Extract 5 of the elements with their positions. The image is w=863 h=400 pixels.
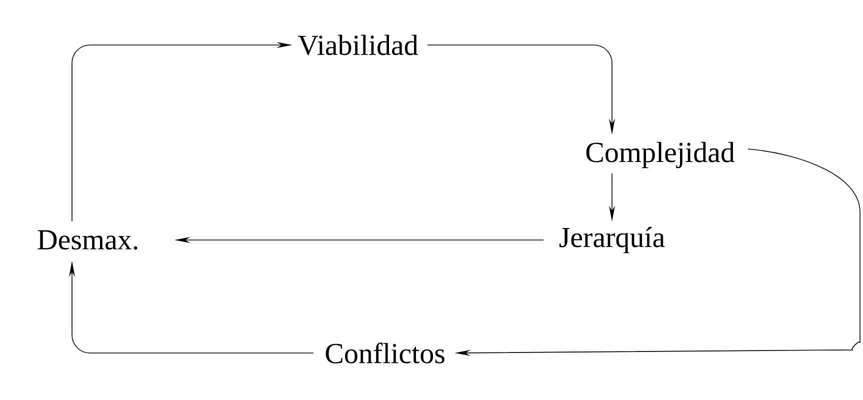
term-label: Desmax. bbox=[38, 230, 138, 250]
term-label: Viabilidad bbox=[298, 34, 418, 56]
term-label: Complejidad bbox=[586, 142, 735, 168]
term-label: Conflictos bbox=[326, 342, 444, 364]
term-label: Jerarquía bbox=[559, 226, 665, 254]
